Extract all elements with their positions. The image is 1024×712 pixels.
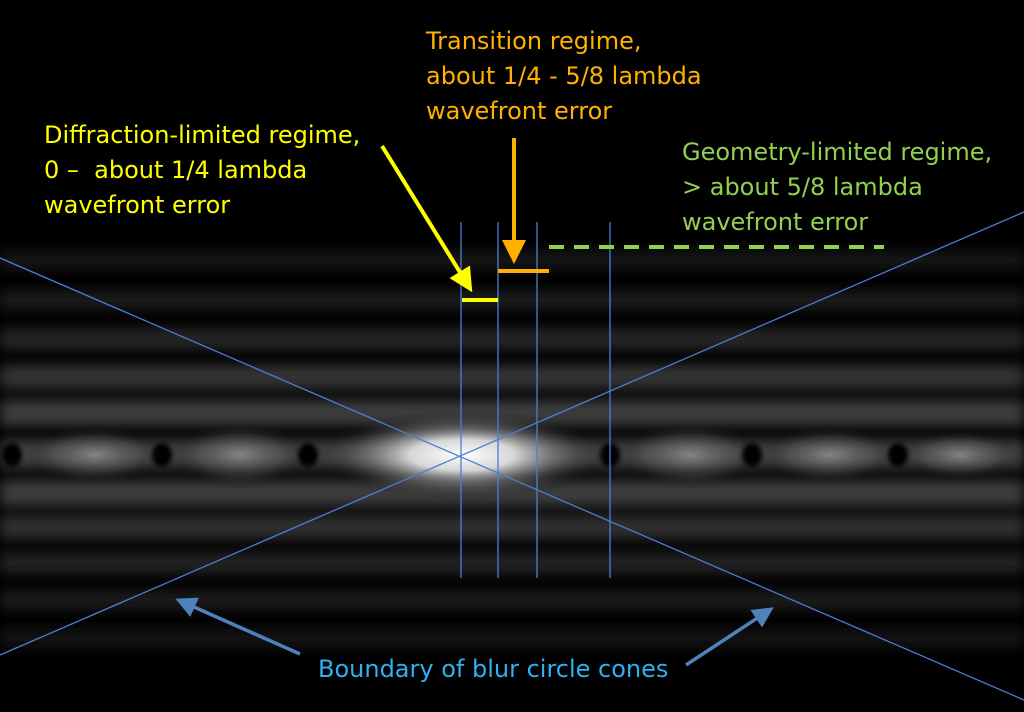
diffraction-label-line-2: 0 – about 1/4 lambda [44, 156, 308, 184]
transition-label-line-1: Transition regime, [426, 27, 642, 55]
diffraction-regime-label: Diffraction-limited regime, 0 – about 1/… [44, 118, 360, 223]
cone-line-ascending [0, 211, 1024, 656]
blur-cone-boundary-label: Boundary of blur circle cones [318, 655, 669, 683]
geometry-label-line-3: wavefront error [682, 208, 869, 236]
transition-label-line-3: wavefront error [426, 97, 613, 125]
cone-line-descending [0, 257, 1024, 701]
geometry-regime-label: Geometry-limited regime, > about 5/8 lam… [682, 135, 992, 240]
boundary-arrow-right [685, 607, 774, 667]
blur-cone-boundaries [0, 211, 1024, 701]
axial-lobes [25, 421, 1020, 489]
transition-label-line-2: about 1/4 - 5/8 lambda [426, 62, 702, 90]
diffraction-label-line-3: wavefront error [44, 191, 231, 219]
boundary-arrow-left [175, 597, 301, 656]
diffraction-arrow [380, 144, 473, 293]
diffraction-label-line-1: Diffraction-limited regime, [44, 121, 361, 149]
transition-regime-label: Transition regime, about 1/4 - 5/8 lambd… [426, 24, 702, 129]
geometry-label-line-1: Geometry-limited regime, [682, 138, 993, 166]
geometry-label-line-2: > about 5/8 lambda [682, 173, 923, 201]
